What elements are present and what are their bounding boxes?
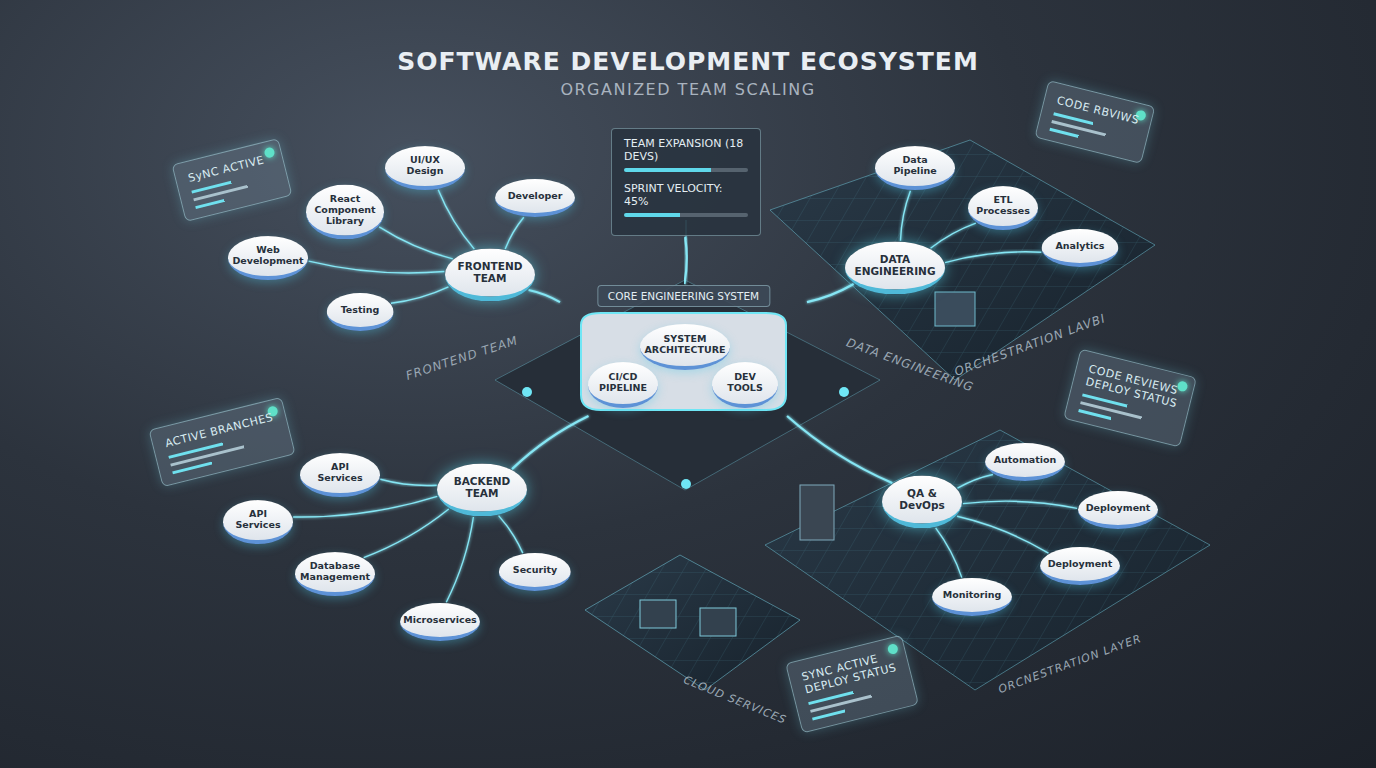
node-text: Database Management [300,561,370,583]
connector [787,416,892,483]
node-text: QA & DevOps [898,487,946,511]
connector [931,223,976,248]
status-card: CODE RBVIWS [1034,80,1155,164]
status-card: SYNC ACTIVEDEPLOY STATUS [785,635,919,734]
progress-bar [624,168,748,172]
service-node: Developer [495,179,575,217]
node-text: Microservices [403,615,477,626]
node-text: Monitoring [943,590,1002,601]
floor-label: FRONTEND TEAM [404,333,520,382]
connector [957,516,1048,553]
connector [807,284,854,302]
connector [293,496,437,517]
connector [900,191,910,241]
connector [945,252,1041,263]
floor-label: CLOUD SERVICES [682,673,789,726]
service-node: Deployment [1040,547,1120,585]
node-text: ETL Processes [976,195,1030,217]
connector [438,190,474,249]
node-text: Automation [994,455,1057,466]
node-text: Testing [341,305,380,316]
node-text: CORE ENGINEERING SYSTEM [597,285,770,307]
node-subtext: SPRINT VELOCITY: 45% [624,182,748,208]
service-node: Deployment [1078,491,1158,529]
node-text: Deployment [1048,559,1113,570]
node-text: Deployment [1086,503,1151,514]
node-text: Data Pipeline [889,155,941,177]
service-node: API Services [223,500,293,544]
connector [446,517,473,602]
node-text: Security [513,565,557,576]
connector [936,528,962,578]
progress-bar [624,213,748,217]
floor-label: ORCNESTRATION LAYER [997,632,1144,696]
connector [380,479,436,485]
node-text: TEAM EXPANSION (18 DEVS) [624,137,748,163]
service-node: Microservices [400,603,480,641]
connector [309,261,445,273]
service-node: Testing [327,293,394,331]
service-node: Automation [985,443,1065,481]
service-node: Security [499,553,571,591]
team-hub: DATA ENGINEERING [845,241,945,294]
node-text: Web Development [232,245,303,267]
service-node: SYSTEM ARCHITECTURE [640,324,730,370]
node-text: CI/CD PIPELINE [599,372,647,394]
connector [963,501,1077,508]
cloud-panel [585,555,800,690]
connector [505,217,524,249]
subtitle: ORGANIZED TEAM SCALING [560,80,815,99]
connector [957,474,992,488]
service-node: Database Management [295,552,375,596]
diagram-title: SOFTWARE DEVELOPMENT ECOSYSTEM [397,47,979,76]
node-text: React Component Library [314,194,375,227]
service-node: API Services [300,453,380,497]
node-text: FRONTEND TEAM [458,260,523,284]
connector [391,287,448,303]
data-panel [770,140,1155,380]
node-text: UI/UX Design [399,155,451,177]
stats-panel: TEAM EXPANSION (18 DEVS) SPRINT VELOCITY:… [611,128,761,236]
connector [512,416,589,469]
team-hub: BACKEND TEAM [437,463,527,516]
server-rack [935,292,975,326]
service-node: Analytics [1041,229,1118,267]
core-base [495,280,880,490]
service-node: CI/CD PIPELINE [588,362,658,408]
connector [379,227,453,259]
service-node: Web Development [228,236,308,280]
status-dot [887,643,899,655]
node-text: BACKEND TEAM [453,475,511,499]
connector [684,237,686,284]
node-text: API Services [314,462,366,484]
node-text: Analytics [1055,241,1104,252]
service-node: Monitoring [932,578,1012,616]
service-node: ETL Processes [968,186,1038,230]
service-node: Data Pipeline [875,146,955,190]
status-card: CODE REVIEWSDEPLOY STATUS [1063,349,1197,448]
service-node: DEV TOOLS [712,362,778,408]
team-hub: FRONTEND TEAM [445,248,535,301]
node-text: Developer [508,191,563,202]
team-hub: QA & DevOps [882,475,962,528]
connector [364,509,449,558]
node-text: API Services [235,509,280,531]
node-text: DATA ENGINEERING [855,253,936,277]
service-node: UI/UX Design [385,146,465,190]
service-node: React Component Library [306,185,384,240]
node-text: DEV TOOLS [724,372,766,394]
connector [529,290,560,302]
node-text: SYSTEM ARCHITECTURE [644,334,725,356]
status-card: SyNC ACTIVE [171,138,292,222]
core-platform: CORE ENGINEERING SYSTEM SYSTEM ARCHITECTU… [561,285,806,415]
connector [499,516,523,553]
status-card: ACTIVE BRANCHES [148,397,295,487]
